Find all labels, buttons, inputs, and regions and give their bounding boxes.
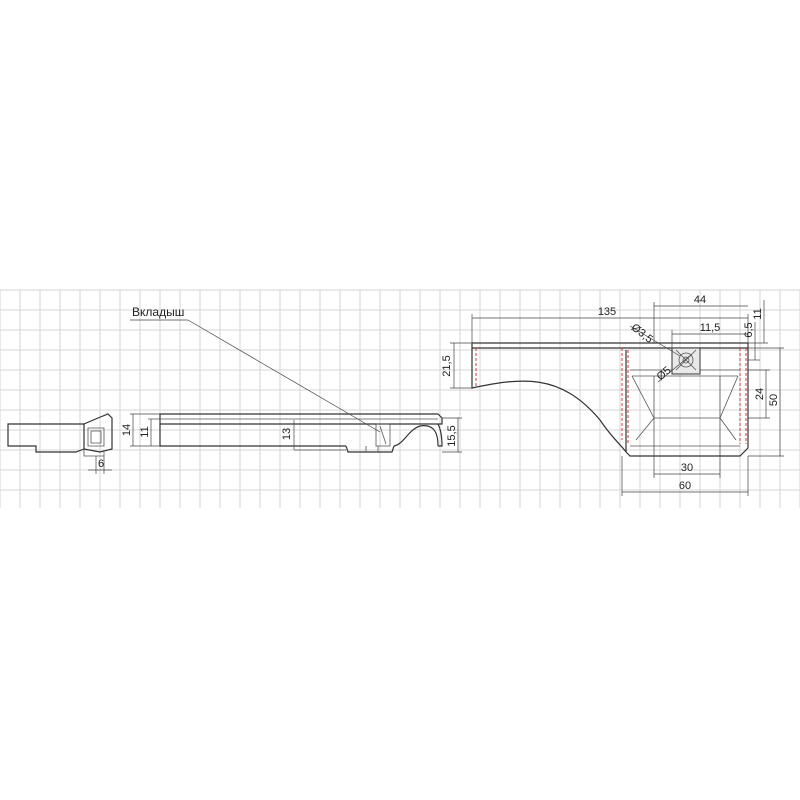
dim-11-5-text: 11,5 (700, 322, 721, 334)
dim-21-5-text: 21,5 (441, 355, 453, 376)
dim-dia-5-text: Ø5 (655, 364, 674, 383)
dim-15-5-text: 15,5 (446, 425, 458, 446)
dimension-11-5: 11,5 (671, 322, 748, 348)
dim-14-text: 14 (121, 424, 133, 436)
dimension-50: 50 (748, 347, 784, 457)
dim-24-text: 24 (754, 388, 766, 400)
hidden-lines (475, 348, 747, 444)
dimension-6-5: 6,5 (743, 322, 760, 361)
dim-30-text: 30 (681, 462, 693, 474)
dimension-44: 44 (653, 294, 748, 343)
dimension-135: 135 (471, 306, 749, 343)
dimension-30: 30 (653, 418, 721, 478)
dim-6-text: 6 (98, 458, 104, 470)
background-grid (0, 289, 800, 508)
dimension-24: 24 (748, 369, 770, 419)
dimension-60: 60 (621, 456, 749, 496)
insert-label: Вкладыш (132, 305, 184, 319)
dim-11-text: 11 (752, 308, 764, 319)
dim-6-5-text: 6,5 (743, 322, 755, 337)
dimension-6: 6 (88, 456, 112, 474)
dim-dia-3-5-text: Ø3,5 (629, 322, 655, 346)
dimension-14: 14 (121, 413, 160, 447)
dim-135-text: 135 (598, 306, 616, 318)
insert-callout: Вкладыш (130, 305, 381, 433)
top-view-part (471, 342, 749, 457)
dimension-11: 11 (139, 418, 160, 446)
dim-60-text: 60 (679, 480, 691, 492)
dimension-13: 13 (281, 420, 346, 451)
dim-11-text: 11 (139, 426, 151, 437)
dim-13-text: 13 (281, 428, 293, 440)
dim-44-text: 44 (694, 294, 706, 306)
dimension-21-5: 21,5 (441, 342, 472, 389)
dimension-11-right: 11 (748, 300, 768, 344)
dimension-15-5: 15,5 (442, 417, 462, 453)
dim-50-text: 50 (768, 394, 780, 406)
end-view-part (7, 413, 113, 457)
